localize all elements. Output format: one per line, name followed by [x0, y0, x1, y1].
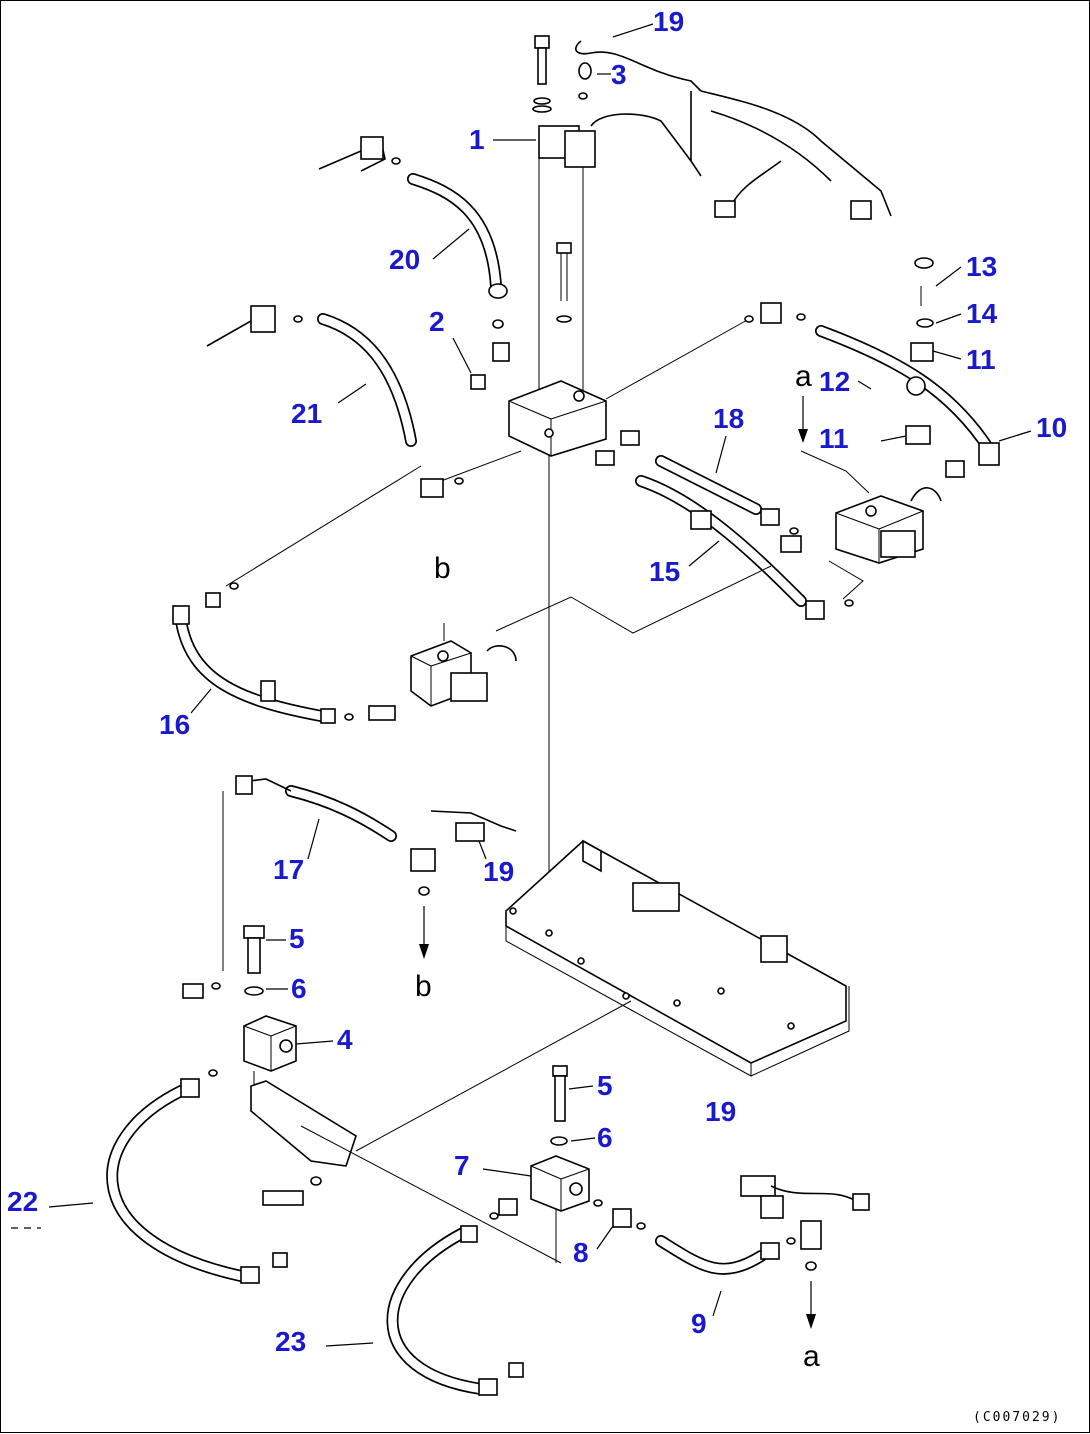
drawing-code: (C007029) [973, 1410, 1061, 1425]
pressure-switch-center [430, 810, 517, 842]
pipe-15 [635, 475, 854, 620]
callout-22: 22 [7, 1186, 38, 1217]
ref-b-lower: b [415, 970, 432, 1003]
callout-8: 8 [573, 1237, 589, 1268]
ref-a-lower: a [803, 1340, 820, 1373]
pipe-9 [612, 1208, 796, 1275]
pipe-10 [744, 302, 1000, 478]
callout-19-center: 19 [483, 856, 514, 887]
bracket-lower-left [250, 1080, 357, 1206]
callout-18: 18 [713, 403, 744, 434]
block-4-group [182, 925, 297, 1101]
callout-17: 17 [273, 854, 304, 885]
bolt-middle [556, 242, 572, 323]
callout-13: 13 [966, 251, 997, 282]
solenoid-valve-right [800, 450, 942, 600]
callout-7: 7 [454, 1150, 470, 1181]
callout-5-upper: 5 [289, 923, 305, 954]
ref-a-upper: a [795, 360, 812, 393]
ref-b-upper: b [434, 552, 451, 585]
callout-23: 23 [275, 1326, 306, 1357]
callout-20: 20 [389, 244, 420, 275]
bolt-top [532, 35, 552, 113]
ref-arrows [419, 396, 816, 1329]
hose-21 [206, 305, 417, 447]
callout-10: 10 [1036, 412, 1067, 443]
callout-16: 16 [159, 709, 190, 740]
callout-2: 2 [429, 306, 445, 337]
callout-11-lower: 11 [819, 423, 849, 454]
callout-15: 15 [649, 556, 680, 587]
solenoid-valve-top [538, 40, 892, 220]
callout-labels: 19 3 1 20 2 21 13 14 11 12 11 10 18 15 1… [7, 6, 1067, 1357]
hose-23 [386, 1198, 524, 1396]
block-7-group [530, 1065, 603, 1212]
clamp-stack [905, 257, 934, 445]
callout-5-lower: 5 [597, 1070, 613, 1101]
callout-21: 21 [291, 398, 322, 429]
connection-ref-letters: a b b a [415, 360, 820, 1373]
solenoid-valve-center [410, 623, 517, 707]
callout-6-lower: 6 [597, 1122, 613, 1153]
callout-4: 4 [337, 1024, 353, 1055]
callout-14: 14 [966, 298, 998, 329]
callout-9: 9 [691, 1308, 707, 1339]
pressure-switch-lower [740, 1175, 870, 1271]
callout-19-lower: 19 [705, 1096, 736, 1127]
callout-6-upper: 6 [291, 973, 307, 1004]
hose-22 [106, 1069, 288, 1284]
hose-17 [222, 775, 436, 971]
callout-3: 3 [611, 59, 627, 90]
pipe-18 [595, 430, 802, 553]
mounting-plate [505, 839, 850, 1077]
hose-20 [318, 136, 508, 329]
manifold-block-main [470, 342, 607, 457]
hose-16 [172, 582, 396, 724]
callout-11-upper: 11 [966, 344, 996, 375]
callout-12: 12 [819, 366, 850, 397]
leader-lines [11, 23, 1032, 1347]
callout-19-top: 19 [653, 6, 684, 37]
callout-1: 1 [469, 124, 485, 155]
